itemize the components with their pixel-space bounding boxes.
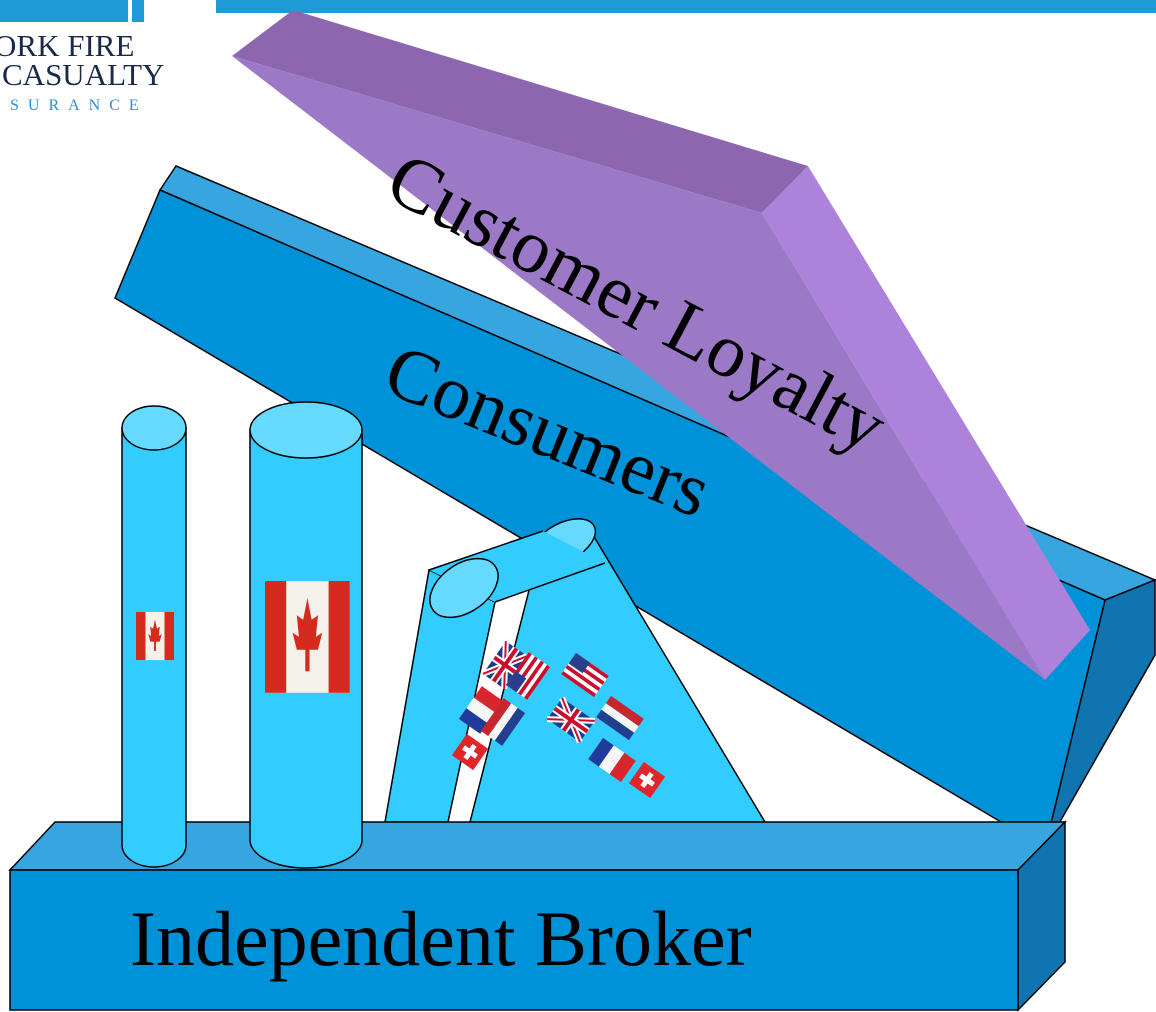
logo-line-1: ORK FIRE bbox=[0, 28, 134, 63]
customer-loyalty-prism bbox=[232, 10, 1090, 680]
flag-canada-2 bbox=[265, 581, 350, 693]
prism-right-face bbox=[762, 166, 1090, 680]
pillar-3-top bbox=[429, 557, 499, 619]
pillar-2-top bbox=[249, 401, 363, 459]
pillar-2 bbox=[249, 401, 363, 869]
prism-top-face bbox=[232, 10, 808, 213]
pillar-1 bbox=[121, 405, 187, 868]
pillar-1-top bbox=[121, 405, 187, 451]
logo-line-2: CASUALTY bbox=[2, 57, 165, 92]
flag-canada-1 bbox=[136, 612, 174, 661]
logo-block-small bbox=[132, 0, 144, 22]
broker-beam-front bbox=[9, 869, 1019, 1011]
logo-line-3: SURANCE bbox=[10, 97, 148, 114]
pillar-3 bbox=[384, 530, 606, 823]
logo-block bbox=[0, 0, 128, 22]
header-bar bbox=[216, 0, 1156, 13]
prism-front-face bbox=[232, 56, 1045, 680]
broker-label: Independent Broker bbox=[130, 895, 752, 982]
